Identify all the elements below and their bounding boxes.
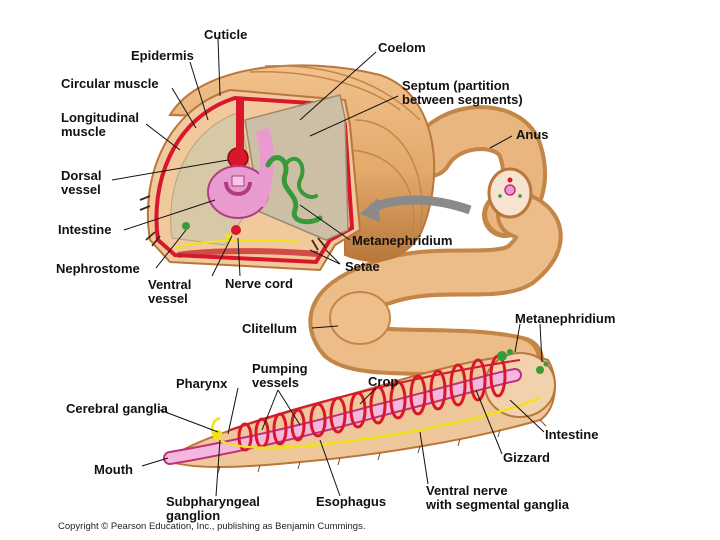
label-coelom: Coelom [378,41,426,55]
label-pumping-vessels: Pumping vessels [252,362,308,390]
label-longitudinal-muscle: Longitudinal muscle [61,111,139,139]
label-crop: Crop [368,375,398,389]
label-nerve-cord: Nerve cord [225,277,293,291]
label-intestine-bottom: Intestine [545,428,598,442]
label-dorsal-vessel: Dorsal vessel [61,169,101,197]
label-circular-muscle: Circular muscle [61,77,159,91]
label-cuticle: Cuticle [204,28,247,42]
label-metanephridium-right: Metanephridium [515,312,615,326]
anus-end [489,169,531,217]
label-setae: Setae [345,260,380,274]
label-septum: Septum (partition between segments) [402,79,523,107]
label-pharynx: Pharynx [176,377,227,391]
label-metanephridium-top: Metanephridium [352,234,452,248]
label-subpharyngeal-ganglion: Subpharyngeal ganglion [166,495,260,523]
label-ventral-nerve: Ventral nerve with segmental ganglia [426,484,569,512]
copyright-notice: Copyright © Pearson Education, Inc., pub… [58,521,365,532]
label-mouth: Mouth [94,463,133,477]
label-clitellum: Clitellum [242,322,297,336]
label-ventral-vessel: Ventral vessel [148,278,191,306]
label-gizzard: Gizzard [503,451,550,465]
label-cerebral-ganglia: Cerebral ganglia [66,402,168,416]
label-anus: Anus [516,128,549,142]
label-esophagus: Esophagus [316,495,386,509]
label-intestine-top: Intestine [58,223,111,237]
label-nephrostome: Nephrostome [56,262,140,276]
label-epidermis: Epidermis [131,49,194,63]
